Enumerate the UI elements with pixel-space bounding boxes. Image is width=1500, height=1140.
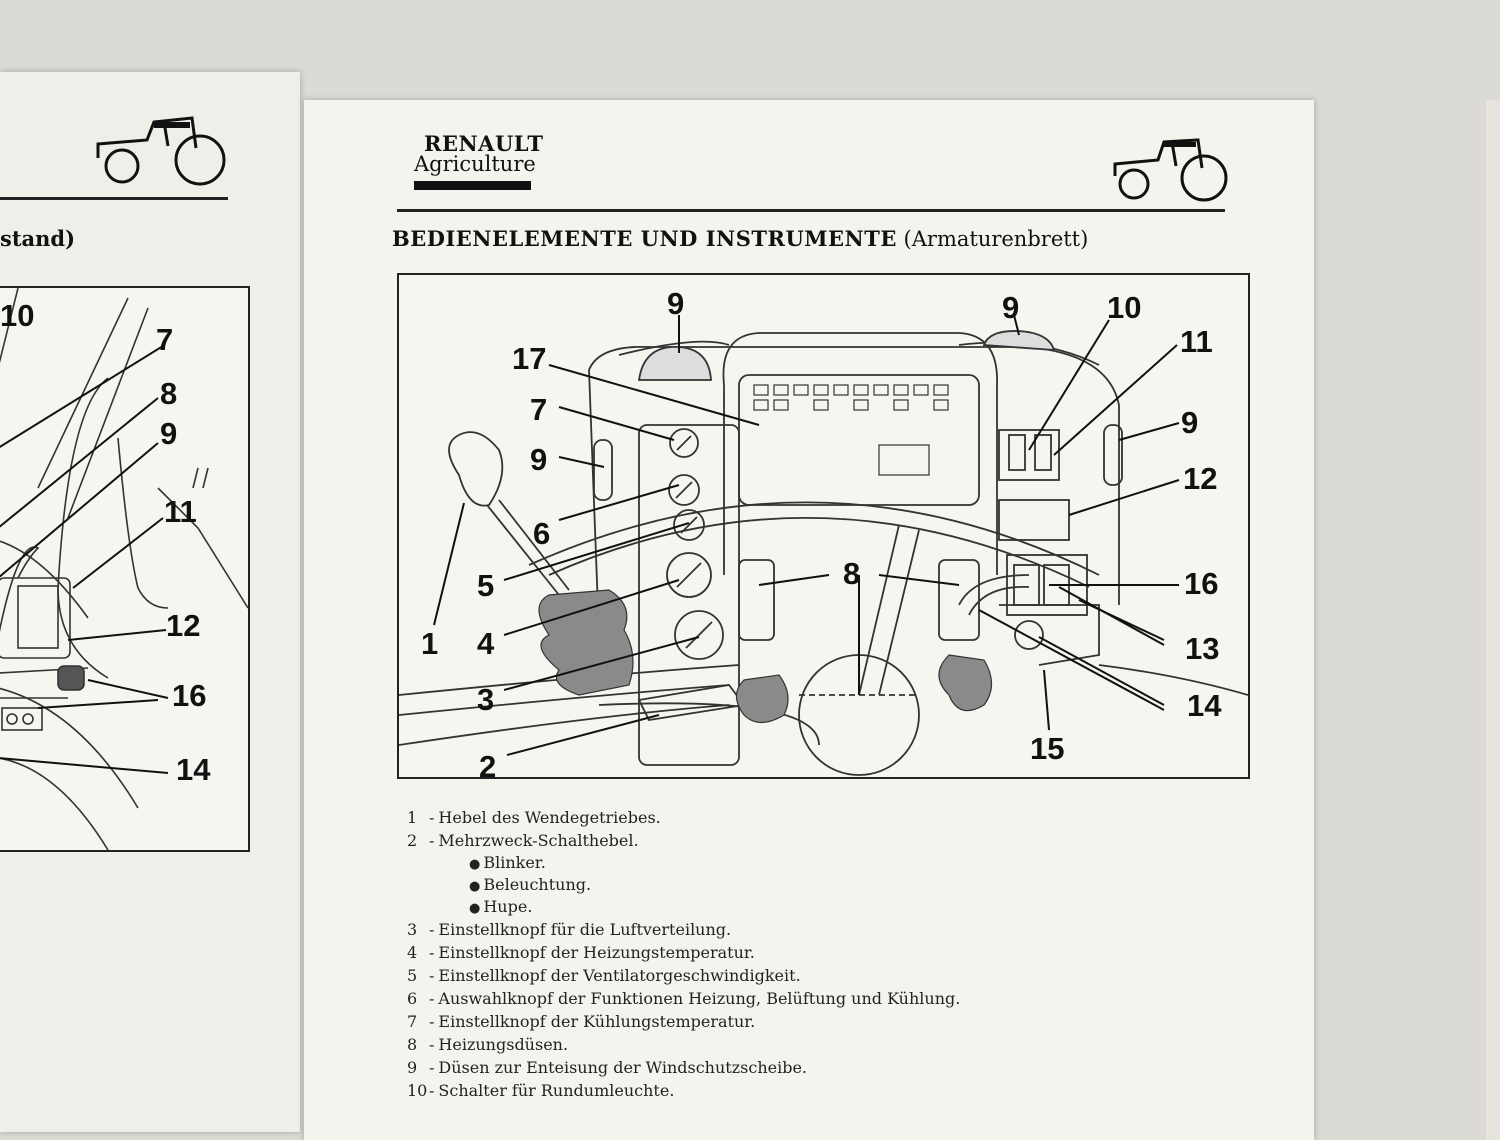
legend-item: 4-Einstellknopf der Heizungstemperatur. — [407, 943, 755, 962]
callout-11: 11 — [1180, 324, 1213, 359]
callout-9-side-left: 9 — [530, 442, 548, 477]
callout-8: 8 — [843, 556, 861, 591]
legend-item: 6-Auswahlknopf der Funktionen Heizung, B… — [407, 989, 961, 1008]
left-callout-14: 14 — [176, 752, 211, 787]
left-callout-12: 12 — [166, 608, 201, 643]
callout-5: 5 — [477, 568, 495, 603]
left-page-figure — [0, 286, 250, 852]
section-title-paren: (Armaturenbrett) — [903, 227, 1089, 251]
callout-9-side-right: 9 — [1181, 405, 1199, 440]
callout-14: 14 — [1187, 688, 1222, 723]
legend-item: 5-Einstellknopf der Ventilatorgeschwindi… — [407, 966, 801, 985]
left-callout-16: 16 — [172, 678, 207, 713]
dashboard-drawing — [399, 314, 1248, 776]
callout-17: 17 — [512, 341, 547, 376]
callout-12: 12 — [1183, 461, 1218, 496]
tractor-icon-left — [96, 116, 226, 186]
dashboard-figure — [397, 273, 1250, 779]
left-figure-drawing — [0, 288, 248, 850]
legend-item: 9-Düsen zur Enteisung der Windschutzsche… — [407, 1058, 807, 1077]
callout-7: 7 — [530, 392, 548, 427]
left-page-heading: stand) — [0, 226, 76, 251]
left-callout-9: 9 — [160, 416, 178, 451]
legend-item: 3-Einstellknopf für die Luftverteilung. — [407, 920, 732, 939]
callout-3: 3 — [477, 682, 495, 717]
left-callout-8: 8 — [160, 376, 178, 411]
left-callout-11: 11 — [164, 494, 197, 529]
left-callout-7: 7 — [156, 322, 174, 357]
callout-2: 2 — [479, 749, 497, 784]
legend-sub-item: ●Hupe. — [469, 897, 533, 916]
legend-list: 1-Hebel des Wendegetriebes. 2-Mehrzweck-… — [407, 806, 1227, 1102]
callout-9-right-vent: 9 — [1002, 290, 1020, 325]
callout-10: 10 — [1107, 290, 1142, 325]
callout-9-left-vent: 9 — [667, 286, 685, 321]
section-title: BEDIENELEMENTE UND INSTRUMENTE (Armature… — [392, 226, 1088, 251]
legend-item: 8-Heizungsdüsen. — [407, 1035, 569, 1054]
left-callout-10: 10 — [0, 298, 35, 333]
brand-subtitle: Agriculture — [414, 152, 536, 176]
callout-1: 1 — [421, 626, 439, 661]
callout-15: 15 — [1030, 731, 1065, 766]
legend-item: 7-Einstellknopf der Kühlungstemperatur. — [407, 1012, 756, 1031]
right-header-rule — [397, 209, 1225, 212]
callout-16: 16 — [1184, 566, 1219, 601]
tractor-icon-right — [1113, 138, 1228, 202]
callout-4: 4 — [477, 626, 495, 661]
left-header-rule — [0, 197, 228, 200]
legend-item: 10-Schalter für Rundumleuchte. — [407, 1081, 675, 1100]
legend-item: 1-Hebel des Wendegetriebes. — [407, 808, 661, 827]
legend-sub-item: ●Beleuchtung. — [469, 875, 592, 894]
callout-6: 6 — [533, 516, 551, 551]
legend-sub-item: ●Blinker. — [469, 853, 546, 872]
brand-bar — [414, 181, 531, 190]
section-title-main: BEDIENELEMENTE UND INSTRUMENTE — [392, 226, 897, 251]
legend-item: 2-Mehrzweck-Schalthebel. — [407, 831, 639, 850]
callout-13: 13 — [1185, 631, 1220, 666]
page-edge — [1486, 100, 1500, 1140]
brand-name: RENAULT — [424, 131, 544, 156]
